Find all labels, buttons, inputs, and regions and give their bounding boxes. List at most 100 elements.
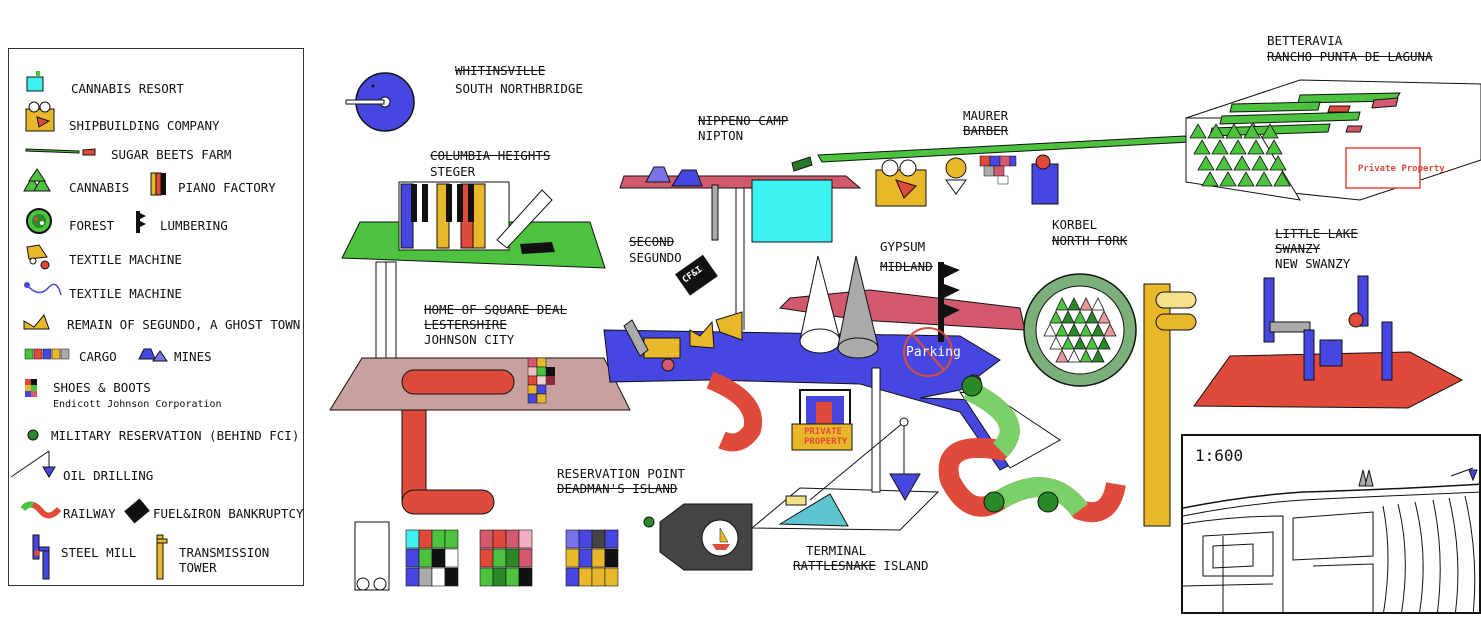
- legend-label: TEXTILE MACHINE: [69, 252, 182, 267]
- cannabis-plant: [1189, 123, 1207, 139]
- steel-mill: [1263, 275, 1393, 381]
- lumbering-saw: [938, 262, 960, 342]
- drill-pipe: [711, 184, 719, 241]
- place-label-old: LESTERSHIRE: [424, 317, 507, 332]
- legend-label: SUGAR BEETS FARM: [111, 147, 232, 162]
- cannabis-plant: [1261, 123, 1279, 139]
- rattlesnake-pattern: [778, 493, 849, 527]
- legend-label: REMAIN OF SEGUNDO, A GHOST TOWN: [67, 317, 301, 332]
- shipbuilding-company: [875, 157, 967, 207]
- place-label: RESERVATION POINT: [557, 466, 685, 481]
- sugar-beets-icon: [25, 148, 96, 156]
- cargo-container: [405, 529, 420, 549]
- cannabis-field: [1189, 123, 1291, 187]
- place-label-old: WHITINSVILLE: [455, 63, 546, 78]
- place-label: TERMINAL: [806, 543, 867, 558]
- forest-tree: [1061, 310, 1075, 324]
- place-label: GYPSUM: [880, 239, 926, 254]
- oil-drilling-icon: [10, 450, 56, 478]
- railway-pipe: [401, 369, 515, 515]
- forest-tree: [1073, 310, 1087, 324]
- cannabis-plant: [1255, 171, 1273, 187]
- cannabis-plant: [1225, 123, 1243, 139]
- reservation-point: [643, 503, 753, 571]
- forest-tree: [1073, 336, 1087, 350]
- forest-tree: [1097, 310, 1111, 324]
- forest-tree: [1067, 297, 1081, 311]
- cargo-container: [565, 548, 580, 568]
- map-legend: CANNABIS RESORT SHIPBUILDING COMPANY SUG…: [8, 48, 304, 586]
- forest-tree: [1055, 323, 1069, 337]
- cannabis-plant: [1219, 171, 1237, 187]
- cargo-container: [604, 567, 619, 587]
- cannabis-plant: [1211, 139, 1229, 155]
- cannabis-plant: [1215, 155, 1233, 171]
- legend-sublabel: Endicott Johnson Corporation: [53, 399, 222, 410]
- legend-label: RAILWAY: [63, 506, 116, 521]
- cargo-containers: [405, 529, 619, 587]
- shoes-boots-icon: [25, 379, 37, 397]
- cargo-container: [444, 548, 459, 568]
- place-label: SEGUNDO: [629, 250, 682, 265]
- cargo-container: [578, 548, 593, 568]
- transmission-tower-icon: [156, 534, 168, 580]
- cargo-container: [431, 529, 446, 549]
- private-property-sign: [791, 423, 853, 451]
- forest-tree: [1079, 297, 1093, 311]
- cargo-container: [518, 567, 533, 587]
- forest-tree: [1043, 323, 1057, 337]
- place-label-old: LITTLE LAKE: [1275, 226, 1358, 241]
- legend-label: TOWER: [179, 560, 217, 575]
- inset-map: 1:600: [1181, 434, 1481, 614]
- place-label: BETTERAVIA: [1267, 33, 1343, 48]
- cargo-container: [405, 548, 420, 568]
- cargo-container: [431, 548, 446, 568]
- place-label: NEW SWANZY: [1275, 256, 1351, 271]
- legend-label: OIL DRILLING: [63, 468, 154, 483]
- cargo-train: [354, 521, 390, 591]
- legend-label: FUEL&IRON BANKRUPTCY: [153, 506, 304, 521]
- cannabis-plant: [1251, 155, 1269, 171]
- cargo-icon: [24, 348, 70, 360]
- cannabis-plant: [1265, 139, 1283, 155]
- cargo-container: [479, 567, 494, 587]
- parking-text: Parking: [906, 345, 961, 360]
- legend-label: STEEL MILL: [61, 545, 137, 560]
- place-label-old: NIPPENO CAMP: [698, 113, 789, 128]
- transmission-tower: [1143, 283, 1197, 527]
- place-label-old: DEADMAN'S ISLAND: [557, 481, 678, 496]
- place-label-old: MIDLAND: [880, 259, 933, 274]
- cargo-container: [565, 567, 580, 587]
- cargo-container: [578, 567, 593, 587]
- cannabis-plant: [1201, 171, 1219, 187]
- legend-label: TEXTILE MACHINE: [69, 286, 182, 301]
- cargo-container: [479, 529, 494, 549]
- steel-mill-icon: [32, 534, 50, 580]
- cargo-container: [492, 567, 507, 587]
- forest-tree: [1055, 349, 1069, 363]
- place-label-old: SECOND: [629, 234, 675, 249]
- private-property-line: PROPERTY: [804, 437, 848, 447]
- mine-mound: [671, 169, 703, 187]
- legend-label: MILITARY RESERVATION (BEHIND FCI): [51, 428, 300, 443]
- cargo-container: [505, 567, 520, 587]
- place-label-old: BARBER: [963, 123, 1009, 138]
- place-label: MAURER: [963, 108, 1009, 123]
- cannabis-plant: [1269, 155, 1287, 171]
- legend-label: CARGO: [79, 349, 117, 364]
- no-parking-sign: [903, 327, 953, 377]
- military-reservation-icon: [27, 429, 39, 441]
- shipbuilding-icon: [25, 101, 55, 132]
- cargo-container: [565, 529, 580, 549]
- textile-machine-cart-icon: [26, 244, 50, 270]
- mines-icon: [138, 348, 168, 362]
- piano-keyboard: [398, 181, 555, 254]
- legend-label: CANNABIS: [69, 180, 130, 195]
- forest-tree: [1049, 310, 1063, 324]
- forest-tree: [1079, 349, 1093, 363]
- forest-tree: [1049, 336, 1063, 350]
- cannabis-plant: [1273, 171, 1291, 187]
- cargo-container: [591, 548, 606, 568]
- legend-label: SHOES & BOOTS: [53, 380, 151, 395]
